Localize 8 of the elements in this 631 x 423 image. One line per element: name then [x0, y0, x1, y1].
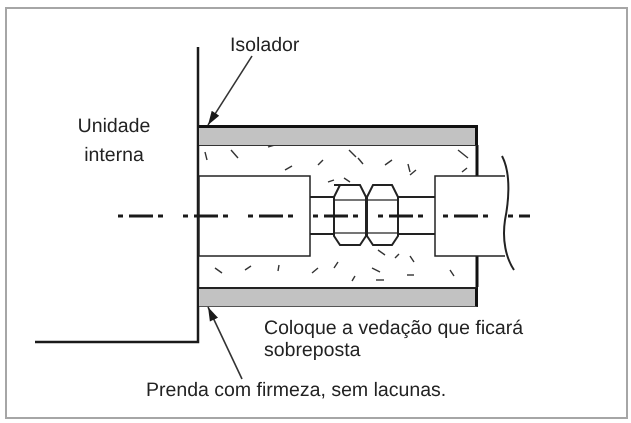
callout-label: Isolador — [230, 34, 300, 56]
arrow — [207, 306, 243, 380]
instruction-note: Prenda com firmeza, sem lacunas. — [146, 379, 446, 401]
insulation-bar — [199, 125, 478, 146]
part-label: Unidade interna — [76, 114, 152, 168]
insulation-bar — [199, 287, 478, 307]
instruction-note: Coloque a vedação que ficará sobreposta — [264, 317, 524, 361]
arrow — [207, 56, 253, 126]
